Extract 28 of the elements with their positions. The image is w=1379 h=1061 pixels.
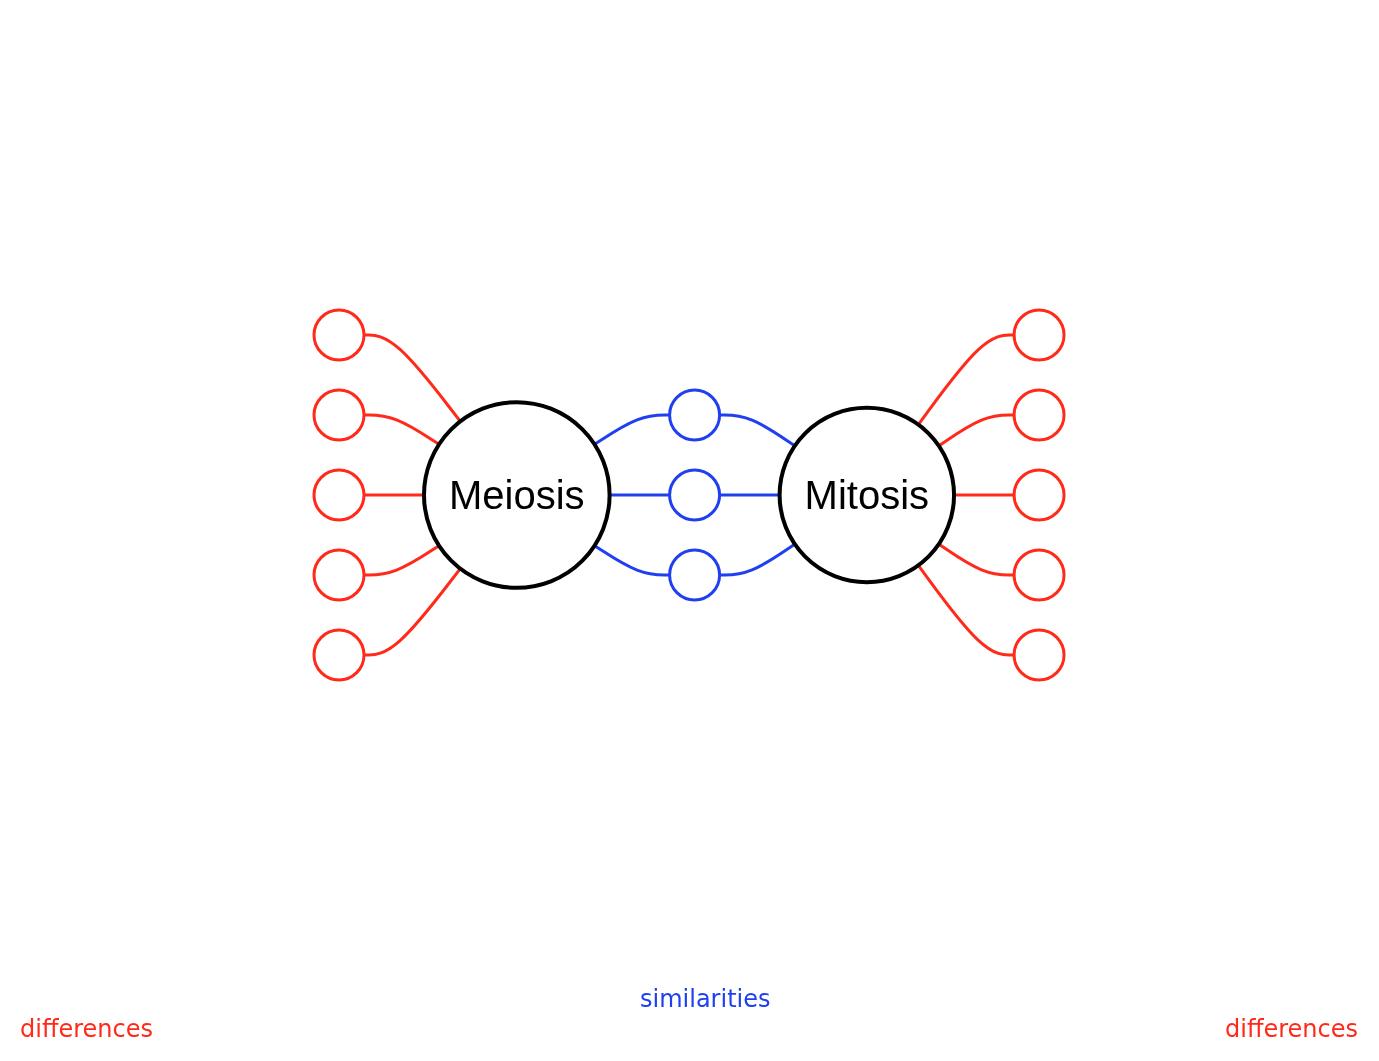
connector	[938, 413, 1015, 448]
node-circle	[312, 308, 366, 362]
connector	[938, 542, 1015, 577]
node-circle: Meiosis	[422, 400, 613, 590]
node-circle	[312, 548, 366, 602]
node-circle	[312, 468, 366, 522]
connector	[364, 413, 441, 446]
connector	[364, 567, 462, 657]
node-circle	[1013, 628, 1066, 682]
connector	[917, 333, 1015, 426]
connector	[364, 544, 441, 577]
node-circle	[668, 548, 722, 602]
differences-label: differences	[1225, 1015, 1358, 1043]
node-circle	[1013, 388, 1066, 442]
node-circle: Mitosis	[778, 405, 957, 585]
node-circle	[668, 468, 722, 522]
connector	[594, 413, 671, 446]
node-circle	[312, 388, 366, 442]
node-circle	[1013, 548, 1066, 602]
connector	[594, 544, 671, 577]
differences-label: differences	[20, 1015, 153, 1043]
similarities-label: similarities	[640, 985, 771, 1013]
node-circle	[668, 388, 722, 442]
node-circle	[312, 628, 366, 682]
connector	[917, 564, 1015, 657]
connector	[364, 333, 462, 423]
node-circle	[1013, 468, 1066, 522]
node-circle	[1013, 308, 1066, 362]
